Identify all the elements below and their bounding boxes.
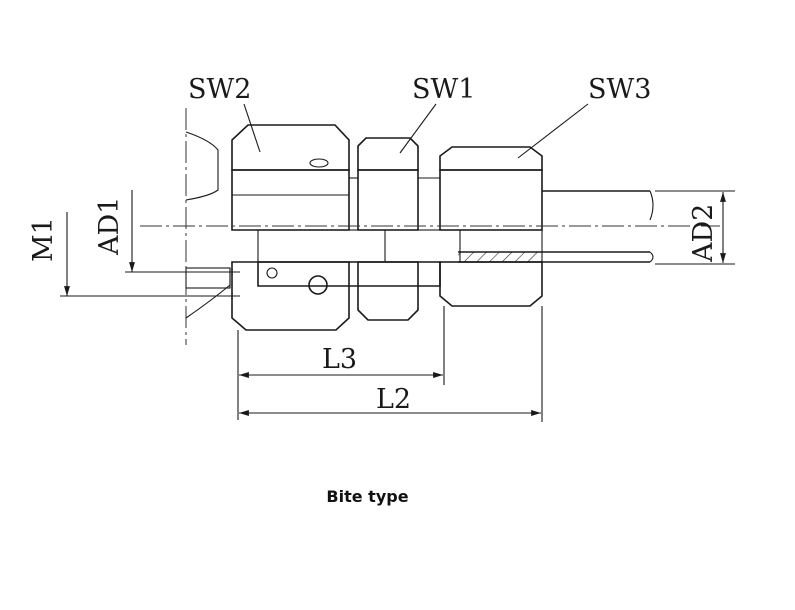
body-section (257, 229, 543, 295)
label-sw2: SW2 (188, 74, 251, 105)
dimension-l2 (239, 306, 543, 422)
label-l2: L2 (376, 384, 411, 415)
nut-sw2 (231, 124, 350, 331)
label-ad2: AD2 (688, 204, 719, 263)
label-l3: L3 (322, 344, 357, 375)
dimension-m1 (60, 212, 240, 297)
leader-sw2 (243, 103, 261, 153)
dimension-ad1 (125, 190, 240, 273)
label-ad1: AD1 (94, 197, 125, 256)
body-hex-sw1 (349, 137, 440, 321)
label-sw3: SW3 (588, 74, 651, 105)
caption: Bite type (326, 487, 409, 506)
dimension-ad2 (655, 190, 735, 265)
tube (458, 190, 654, 263)
leader-sw3 (517, 103, 589, 159)
leader-sw1 (399, 103, 437, 154)
label-m1: M1 (28, 217, 59, 262)
dimension-l3 (237, 306, 445, 420)
label-sw1: SW1 (412, 74, 475, 105)
